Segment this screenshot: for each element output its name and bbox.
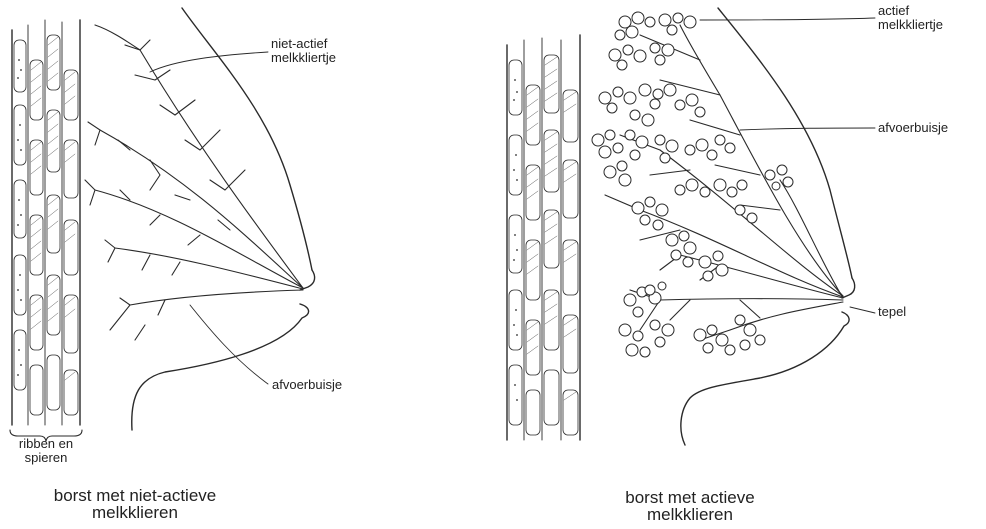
left-gland-leader	[150, 52, 268, 72]
left-caption: borst met niet-actieve melkklieren	[20, 487, 250, 521]
right-chest-wall	[507, 35, 580, 440]
nipple-label: tepel	[878, 305, 906, 319]
gland-cluster-lower	[666, 231, 728, 281]
right-duct-label: afvoerbuisje	[878, 121, 948, 135]
right-duct-leader	[740, 128, 875, 130]
gland-cluster-middle	[592, 130, 735, 186]
left-duct-label: afvoerbuisje	[272, 378, 342, 392]
right-nipple-leader	[850, 307, 875, 313]
left-inactive-gland-label: niet-actief melkkliertje	[271, 37, 336, 65]
gland-cluster-top	[609, 12, 696, 70]
right-caption: borst met actieve melkklieren	[575, 489, 805, 523]
left-breast-outline	[132, 8, 315, 430]
left-chest-wall	[10, 20, 82, 441]
gland-cluster-upper	[599, 84, 705, 126]
right-active-gland-clusters	[592, 12, 793, 357]
gland-cluster-bottom	[619, 282, 765, 357]
left-duct-leader	[190, 305, 268, 384]
left-duct-network	[85, 25, 303, 340]
right-active-gland-label: actief melkkliertje	[878, 4, 943, 32]
ribs-muscles-label: ribben en spieren	[4, 437, 88, 465]
